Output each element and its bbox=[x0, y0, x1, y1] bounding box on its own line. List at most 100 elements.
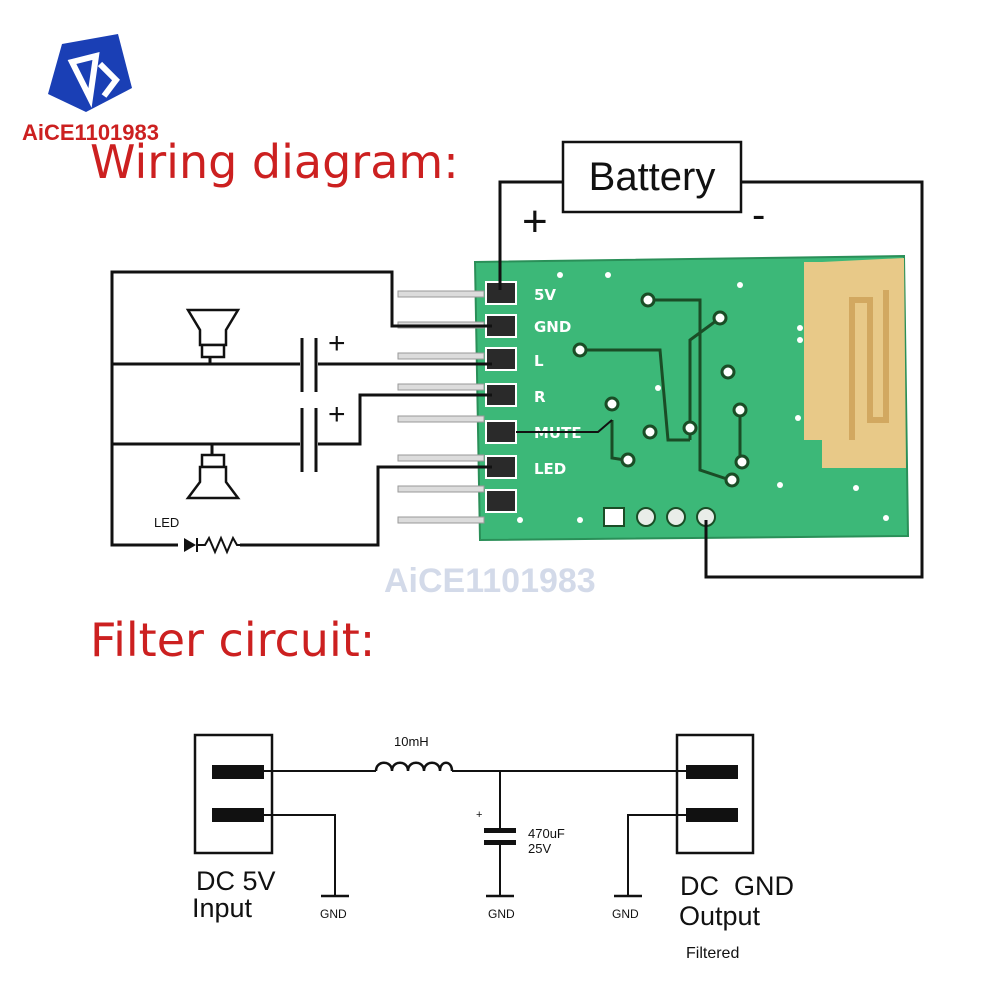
bluetooth-module-pcb: 5V GND L R MUTE LED bbox=[397, 254, 910, 542]
pin-leg bbox=[397, 352, 485, 360]
pin-leg bbox=[397, 383, 485, 391]
pin-label-r: R bbox=[534, 388, 546, 406]
pin-label-led: LED bbox=[534, 460, 566, 478]
via bbox=[734, 454, 750, 470]
via bbox=[620, 452, 636, 468]
via bbox=[682, 420, 698, 436]
cap2-polarity: + bbox=[328, 398, 346, 431]
wiring-heading: Wiring diagram: bbox=[90, 135, 459, 189]
battery: Battery + - bbox=[522, 140, 765, 246]
pin-leg bbox=[397, 454, 485, 462]
filter-heading: Filter circuit: bbox=[90, 613, 375, 667]
via bbox=[557, 272, 563, 278]
input-terminal bbox=[212, 765, 264, 779]
cap-plate-top bbox=[484, 828, 516, 833]
speaker1-cone bbox=[185, 308, 241, 347]
cap-plus: + bbox=[476, 809, 482, 821]
wire-output-gnd bbox=[627, 814, 686, 896]
resistor-icon bbox=[197, 535, 242, 555]
input-terminal bbox=[212, 808, 264, 822]
wire-input-gnd bbox=[264, 814, 336, 896]
via bbox=[517, 517, 523, 523]
pcb-vias bbox=[517, 272, 889, 523]
bottom-pad bbox=[603, 507, 625, 527]
via bbox=[737, 282, 743, 288]
speaker2-cone bbox=[185, 465, 241, 500]
via bbox=[724, 472, 740, 488]
pin-leg bbox=[397, 415, 485, 423]
cap1-polarity: + bbox=[328, 327, 346, 360]
logo-mark-icon bbox=[67, 52, 120, 108]
via bbox=[797, 337, 803, 343]
pcb-trace bbox=[580, 348, 690, 442]
pin-leg bbox=[397, 485, 485, 493]
gnd-label-center: GND bbox=[488, 907, 515, 921]
wire-speaker1-a bbox=[112, 355, 212, 366]
capacitor-1: + bbox=[300, 327, 346, 392]
antenna-trace bbox=[849, 290, 889, 440]
via bbox=[777, 482, 783, 488]
pin-pad bbox=[485, 420, 517, 444]
wire-battery-negative bbox=[704, 180, 924, 579]
battery-minus: - bbox=[752, 193, 765, 237]
via bbox=[604, 396, 620, 412]
battery-box bbox=[561, 140, 743, 214]
pin-label-5v: 5V bbox=[534, 286, 556, 304]
via bbox=[797, 325, 803, 331]
gnd-label-left: GND bbox=[320, 907, 347, 921]
speaker-2-icon bbox=[185, 453, 241, 500]
pin-pads bbox=[485, 281, 517, 513]
logo-badge-shape bbox=[48, 34, 132, 112]
via bbox=[642, 424, 658, 440]
input-label-line1: DC 5V bbox=[196, 866, 276, 896]
speaker2-magnet bbox=[200, 453, 226, 469]
input-label-line2: Input bbox=[192, 893, 253, 923]
pin-pad bbox=[485, 347, 517, 371]
via bbox=[732, 402, 748, 418]
output-note: Filtered bbox=[686, 945, 739, 962]
via bbox=[572, 342, 588, 358]
bottom-pad bbox=[666, 507, 686, 527]
output-label-line1: DC GND bbox=[680, 871, 794, 901]
pcb-trace bbox=[648, 298, 731, 482]
battery-label: Battery bbox=[589, 155, 716, 199]
pin-pad bbox=[485, 489, 517, 513]
via bbox=[640, 292, 656, 308]
watermark-text: AiCE1101983 bbox=[384, 562, 596, 600]
pcb-trace bbox=[688, 316, 721, 440]
pin-label-l: L bbox=[534, 352, 544, 370]
wire-speaker2-a bbox=[112, 442, 214, 455]
wire-gnd-rail bbox=[110, 270, 492, 547]
pin-label-gnd: GND bbox=[534, 318, 571, 336]
gnd-label-right: GND bbox=[612, 907, 639, 921]
inductor-icon bbox=[374, 761, 454, 772]
speaker-1-icon bbox=[185, 308, 241, 359]
via bbox=[605, 272, 611, 278]
wire-led bbox=[240, 465, 492, 547]
inductor-label: 10mH bbox=[394, 734, 429, 749]
led-label: LED bbox=[154, 515, 179, 530]
via bbox=[577, 517, 583, 523]
via bbox=[795, 415, 801, 421]
wire-mute bbox=[516, 419, 613, 433]
wiring-wires bbox=[110, 180, 924, 579]
input-connector bbox=[193, 733, 274, 855]
via bbox=[883, 515, 889, 521]
pin-leg bbox=[397, 290, 485, 298]
output-terminal bbox=[686, 808, 738, 822]
bottom-pad bbox=[636, 507, 656, 527]
via bbox=[720, 364, 736, 380]
led-diode-icon bbox=[184, 538, 196, 552]
brand-logo: AiCE1101983 bbox=[22, 34, 159, 145]
via bbox=[853, 485, 859, 491]
speaker1-magnet bbox=[200, 343, 226, 359]
capacitor-2: + bbox=[300, 398, 346, 472]
output-label-line2: Output bbox=[679, 901, 761, 931]
logo-text: AiCE1101983 bbox=[22, 120, 159, 145]
wire-battery-positive bbox=[498, 180, 563, 290]
led-resistor: LED bbox=[154, 515, 242, 555]
via bbox=[712, 310, 728, 326]
output-connector bbox=[675, 733, 755, 855]
filter-circuit: 10mH + 470uF 25V GND GND GND DC 5V Input… bbox=[192, 733, 794, 962]
